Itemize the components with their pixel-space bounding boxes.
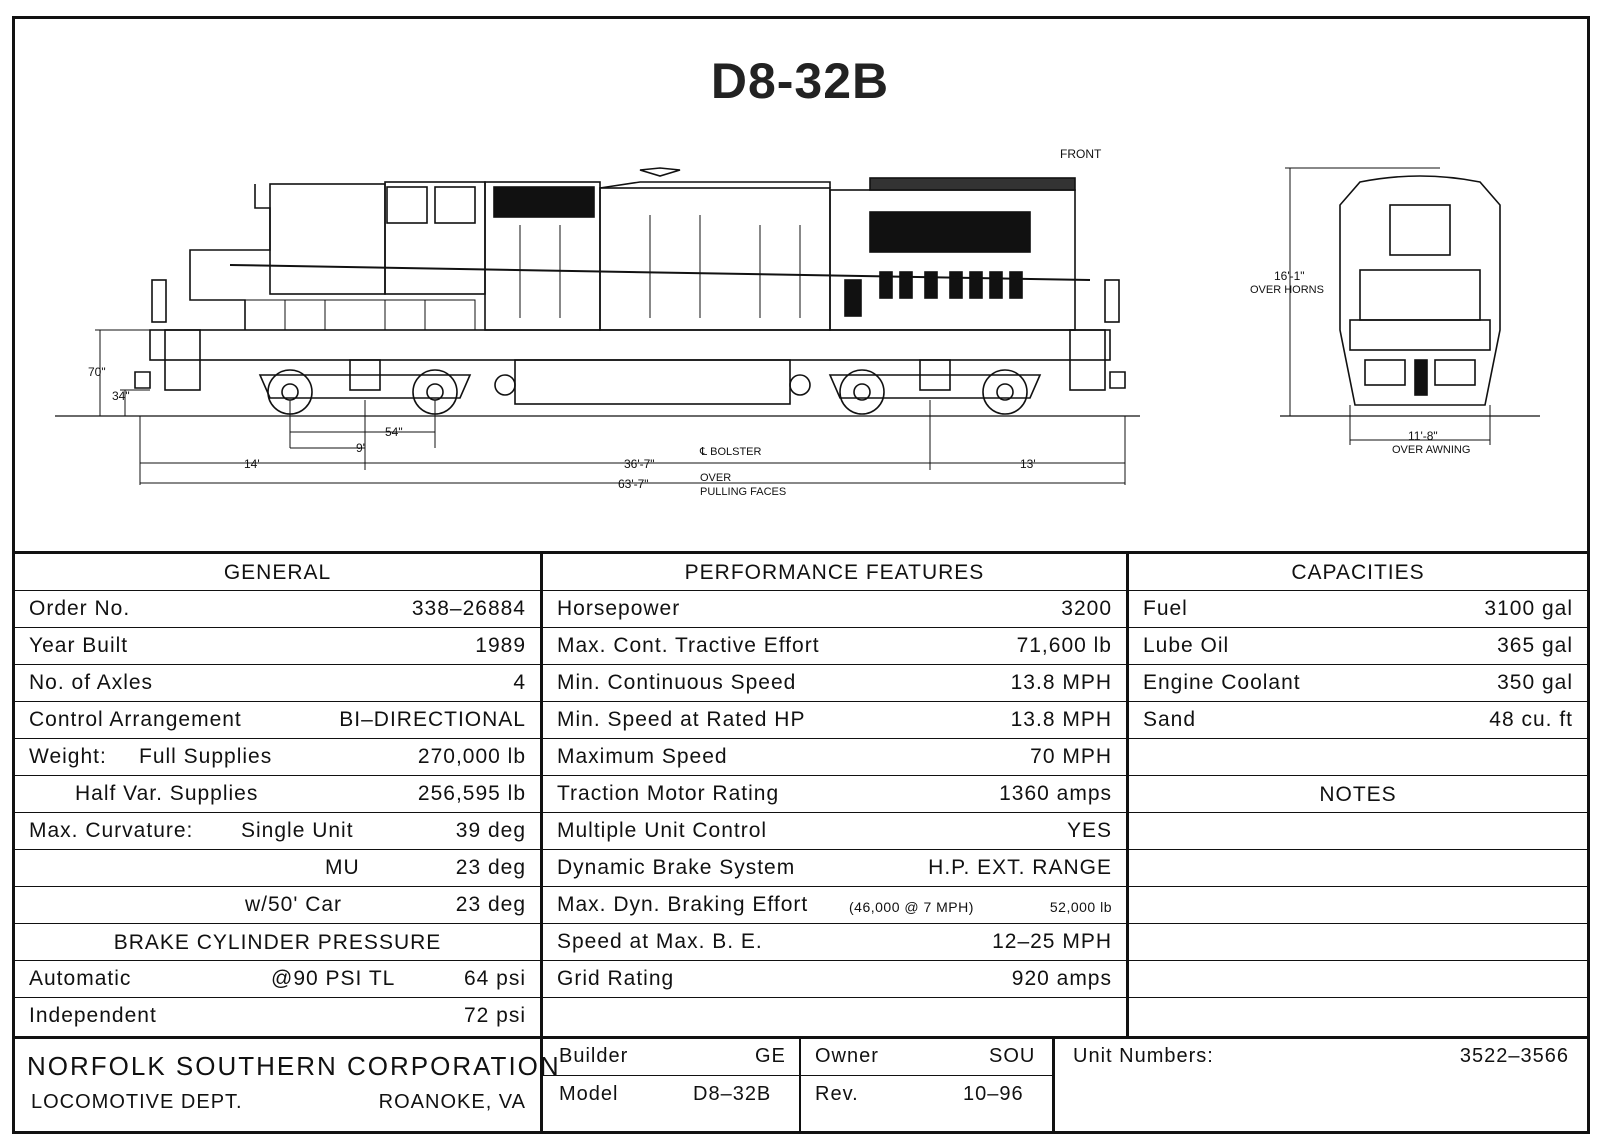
perf-row: Speed at Max. B. E.12–25 MPH bbox=[543, 924, 1126, 961]
notes-heading: NOTES bbox=[1319, 783, 1397, 806]
fuel-tank bbox=[514, 359, 791, 405]
model-value: D8–32B bbox=[693, 1083, 772, 1105]
builder-label: Builder bbox=[559, 1045, 629, 1067]
front-hood bbox=[829, 189, 1076, 331]
perf-row-empty bbox=[543, 998, 1126, 1035]
width-awning-note: OVER AWNING bbox=[1392, 444, 1471, 456]
height-horns-note: OVER HORNS bbox=[1250, 284, 1324, 296]
perf-row: Max. Dyn. Braking Effort (46,000 @ 7 MPH… bbox=[543, 887, 1126, 924]
row-curvature-mu: MU 23 deg bbox=[15, 850, 540, 887]
general-heading: GENERAL bbox=[223, 561, 332, 584]
capacities-heading: CAPACITIES bbox=[1291, 561, 1425, 584]
notes-line bbox=[1129, 813, 1587, 850]
width-awning-dim: 11'-8" bbox=[1408, 429, 1438, 443]
row-automatic: Automatic @90 PSI TL 64 psi bbox=[15, 961, 540, 998]
notes-line bbox=[1129, 924, 1587, 961]
unit-numbers-label: Unit Numbers: bbox=[1073, 1045, 1214, 1067]
row-curvature-car: w/50' Car 23 deg bbox=[15, 887, 540, 924]
owner-label: Owner bbox=[815, 1045, 879, 1067]
height-horns-dim: 16'-1" bbox=[1274, 269, 1305, 283]
bolster-label: ℄ BOLSTER bbox=[700, 446, 762, 458]
dim-14-label: 14' bbox=[244, 457, 260, 471]
brake-heading: BRAKE CYLINDER PRESSURE bbox=[113, 931, 442, 954]
dim-63-7-label: 63'-7" bbox=[618, 477, 649, 491]
model-label: Model bbox=[559, 1083, 619, 1105]
engine-hood bbox=[599, 187, 831, 331]
pulling-faces-label: PULLING FACES bbox=[700, 486, 787, 498]
footer-units: Unit Numbers: 3522–3566 bbox=[1055, 1036, 1587, 1134]
page-title: D8-32B bbox=[710, 53, 890, 109]
builder-value: GE bbox=[755, 1045, 786, 1067]
rear-cab-block bbox=[269, 183, 386, 295]
front-steps bbox=[1069, 329, 1106, 391]
row-order: Order No.338–26884 bbox=[15, 591, 540, 628]
notes-line bbox=[1129, 887, 1587, 924]
row-weight-full: Weight: Full Supplies 270,000 lb bbox=[15, 739, 540, 776]
front-label: FRONT bbox=[1060, 147, 1102, 161]
dim-36-7-label: 36'-7" bbox=[624, 457, 655, 471]
front-view bbox=[1280, 167, 1540, 445]
grille-dark bbox=[493, 186, 595, 218]
rear-steps bbox=[164, 329, 201, 391]
rev-label: Rev. bbox=[815, 1083, 859, 1105]
owner-value: SOU bbox=[989, 1045, 1036, 1067]
unit-numbers-value: 3522–3566 bbox=[1459, 1045, 1569, 1067]
row-weight-half: Half Var. Supplies 256,595 lb bbox=[15, 776, 540, 813]
dark-panel bbox=[869, 211, 1031, 253]
dim-9-label: 9' bbox=[356, 441, 365, 455]
notes-line bbox=[1129, 998, 1587, 1035]
rear-hood bbox=[189, 184, 271, 330]
underframe bbox=[149, 329, 1111, 361]
locomotive-drawing bbox=[55, 167, 1540, 485]
footer-company: NORFOLK SOUTHERN CORPORATION LOCOMOTIVE … bbox=[15, 1036, 559, 1134]
front-truck bbox=[828, 359, 1042, 415]
footer-builder: Builder GE Model D8–32B Owner SOU Rev. 1… bbox=[543, 1036, 1055, 1134]
company-name: NORFOLK SOUTHERN CORPORATION bbox=[27, 1051, 561, 1081]
city-name: ROANOKE, VA bbox=[378, 1091, 526, 1113]
cap-row-empty bbox=[1129, 739, 1587, 776]
performance-heading: PERFORMANCE FEATURES bbox=[684, 561, 985, 584]
dim-13-label: 13' bbox=[1020, 457, 1036, 471]
notes-line bbox=[1129, 961, 1587, 998]
rev-value: 10–96 bbox=[963, 1083, 1024, 1105]
over-label: OVER bbox=[700, 472, 732, 484]
dim-54-label: 54" bbox=[385, 425, 403, 439]
spec-sheet bbox=[12, 16, 1590, 1134]
row-curvature-single: Max. Curvature: Single Unit 39 deg bbox=[15, 813, 540, 850]
row-independent: Independent 72 psi bbox=[29, 1004, 526, 1027]
notes-line bbox=[1129, 850, 1587, 887]
dim-34-label: 34" bbox=[112, 389, 130, 403]
dept-name: LOCOMOTIVE DEPT. bbox=[31, 1091, 243, 1113]
dim-70-label: 70" bbox=[88, 365, 106, 379]
